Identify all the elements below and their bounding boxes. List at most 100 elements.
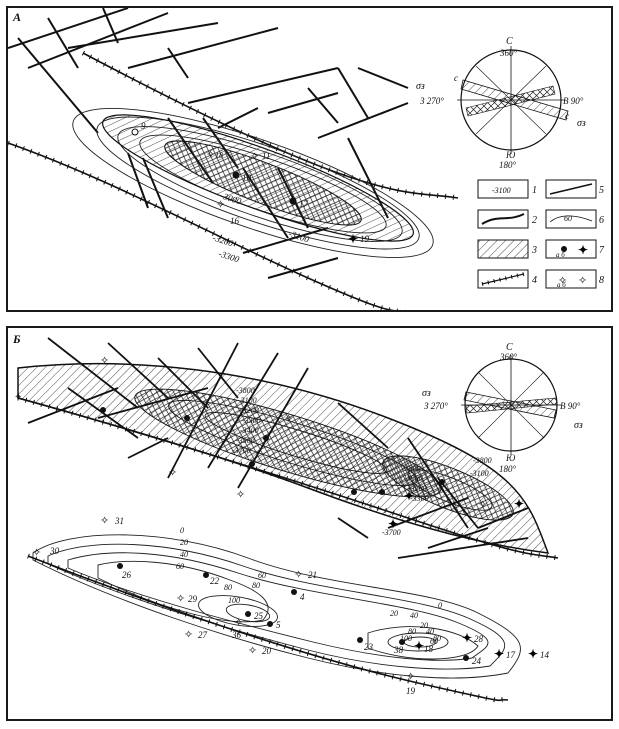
well-38: 38 [393, 639, 405, 655]
rose-west-label: З 270° [424, 401, 448, 411]
svg-text:20: 20 [420, 621, 428, 630]
svg-text:80: 80 [433, 634, 441, 643]
svg-text:✦: ✦ [528, 647, 538, 661]
svg-text:60: 60 [430, 637, 438, 646]
svg-text:9: 9 [141, 121, 146, 131]
well-19: ✧19 [406, 671, 416, 696]
svg-text:180°: 180° [499, 160, 517, 170]
svg-text:80: 80 [224, 583, 232, 592]
svg-text:40: 40 [426, 627, 434, 636]
core-zone-a [164, 140, 362, 226]
svg-text:✦: ✦ [462, 631, 472, 645]
svg-text:6: 6 [599, 215, 604, 226]
svg-text:с: с [454, 73, 458, 83]
svg-text:-3500: -3500 [236, 436, 255, 445]
svg-text:36: 36 [231, 630, 242, 640]
fault-network-b [27, 337, 529, 559]
svg-text:24: 24 [472, 656, 482, 666]
panel-b-map: Б [6, 326, 613, 721]
svg-text:-3800: -3800 [236, 386, 255, 395]
svg-text:23: 23 [364, 642, 374, 652]
svg-text:✧: ✧ [32, 547, 41, 559]
svg-text:40: 40 [180, 550, 188, 559]
svg-text:360°: 360° [499, 352, 518, 362]
well-18: ✦18 [414, 639, 434, 654]
rose-east-label: В 90° [563, 96, 584, 106]
svg-text:0: 0 [180, 526, 184, 535]
well-star-icon: ✧ [206, 149, 215, 161]
overthrust-lower-b [27, 553, 509, 703]
svg-text:✦: ✦ [578, 243, 588, 257]
svg-text:✧: ✧ [234, 617, 243, 629]
svg-text:28: 28 [474, 634, 484, 644]
svg-text:✦: ✦ [388, 517, 398, 531]
svg-text:60: 60 [258, 571, 266, 580]
stress-rose-b: С 360° В 90° З 270° Ю 180° σз σз [422, 342, 583, 474]
well-23: 23 [357, 637, 374, 652]
well-27: ✧27 [184, 629, 208, 641]
well-filled-icon [232, 171, 240, 179]
contour-label: -3100 [287, 228, 311, 244]
svg-text:20: 20 [390, 609, 398, 618]
svg-text:✦: ✦ [494, 647, 504, 661]
rose-south-label: Ю [505, 150, 516, 160]
svg-text:σз: σз [577, 118, 586, 129]
svg-text:✦: ✦ [514, 497, 524, 511]
legend-a: -3100 1 5 2 60 6 3 ✦ а б 7 4 [477, 179, 605, 289]
svg-text:✧: ✧ [558, 275, 567, 287]
rose-north-label: С [506, 342, 513, 353]
well-17: 17 [289, 197, 309, 209]
panel-b-drawing: -3800 -3100 -3200 -3300 -3400 -3500 -370… [14, 337, 583, 703]
well-5: 5 [267, 620, 281, 630]
svg-text:22: 22 [210, 576, 220, 586]
svg-text:5: 5 [276, 620, 281, 630]
svg-text:38: 38 [393, 645, 404, 655]
svg-text:-3400: -3400 [240, 426, 259, 435]
svg-text:а б: а б [557, 281, 566, 289]
upper-contour-labels: -3800 -3100 -3200 -3300 -3400 -3500 -370… [232, 386, 492, 537]
svg-text:4: 4 [532, 275, 537, 286]
svg-text:✦: ✦ [414, 639, 424, 653]
svg-text:19: 19 [406, 686, 416, 696]
svg-text:17: 17 [506, 650, 516, 660]
svg-text:-3300: -3300 [410, 494, 429, 503]
well-20: ✧20 [248, 645, 272, 657]
svg-text:-3100: -3100 [238, 396, 257, 405]
svg-text:80: 80 [252, 581, 260, 590]
svg-text:а б: а б [556, 251, 565, 259]
contour-label: -3200 [211, 232, 235, 248]
rose-north-label: С [506, 36, 513, 47]
svg-text:60: 60 [564, 214, 572, 223]
svg-text:✧: ✧ [248, 645, 257, 657]
well-22: 22 [203, 572, 220, 586]
svg-text:-3300: -3300 [242, 416, 261, 425]
well-4: 4 [291, 589, 305, 602]
svg-text:✧: ✧ [236, 489, 245, 501]
overthrust-upper-b [17, 395, 559, 561]
thickness-map-b [32, 534, 521, 679]
svg-text:27: 27 [198, 630, 208, 640]
well-starfilled-icon: ✦ [348, 232, 358, 246]
svg-text:7: 7 [599, 245, 605, 256]
svg-text:20: 20 [180, 538, 188, 547]
well-star-icon: ✧ [216, 199, 225, 211]
svg-text:-3800: -3800 [473, 456, 492, 465]
svg-text:18: 18 [215, 151, 223, 160]
svg-text:✧: ✧ [578, 275, 587, 287]
svg-text:σз: σз [416, 81, 425, 92]
rose-west-label: З 270° [420, 96, 444, 106]
well-18: ✧ 18 [206, 149, 223, 161]
well-open-icon [131, 128, 139, 136]
svg-text:26: 26 [122, 570, 132, 580]
svg-text:5: 5 [599, 185, 604, 196]
svg-text:✧: ✧ [168, 467, 177, 479]
upper-field-b [17, 362, 550, 554]
panel-a-map: А [6, 6, 613, 312]
svg-text:21: 21 [308, 570, 317, 580]
svg-text:✧: ✧ [478, 499, 487, 511]
svg-text:100: 100 [228, 596, 240, 605]
well-30: ✧30 [32, 546, 60, 559]
well-26: 26 [117, 563, 132, 580]
svg-text:✦: ✦ [404, 489, 414, 503]
thickness-labels: 0 20 40 60 80 100 80 60 40 20 0 20 40 60… [176, 526, 442, 646]
